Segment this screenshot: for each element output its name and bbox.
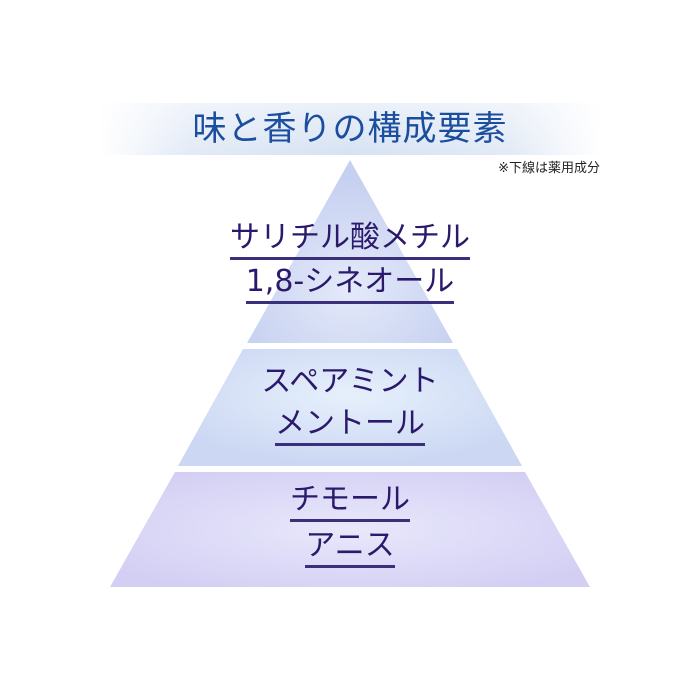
pyramid-tier-top (247, 160, 453, 343)
tier-top-line-1: サリチル酸メチル (0, 220, 700, 260)
tier-middle-line-1: スペアミント (261, 364, 439, 399)
tier-top-line-2: 1,8-シネオール (0, 264, 700, 304)
tier-bottom-line-2: アニス (0, 528, 700, 568)
pyramid-tier-bottom (110, 472, 590, 587)
tier-bottom-line-1: チモール (0, 482, 700, 522)
underline-note: ※下線は薬用成分 (498, 161, 600, 176)
pyramid-tier-middle (178, 349, 522, 466)
tier-middle-line-2: メントール (0, 406, 700, 446)
title-banner: 味と香りの構成要素 (100, 103, 600, 155)
page-title: 味と香りの構成要素 (192, 109, 508, 149)
